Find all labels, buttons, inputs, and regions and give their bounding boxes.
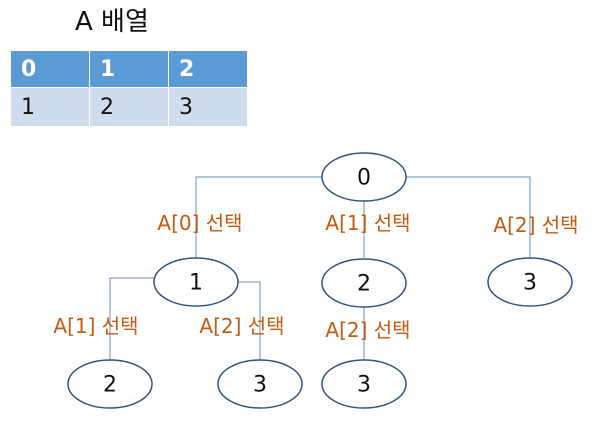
array-value-row: 1 2 3 (10, 87, 248, 127)
tree-node-n13 (217, 359, 303, 409)
array-index-cell: 0 (10, 50, 90, 88)
tree-node-n1 (153, 257, 239, 307)
array-index-row: 0 1 2 (10, 50, 248, 88)
tree-node-label: 3 (253, 373, 267, 398)
edge-label-select-a1: A[1] 선택 (325, 211, 410, 235)
tree-node-label: 3 (357, 373, 371, 398)
tree-node-label: 2 (103, 373, 117, 398)
tree-node-n12 (67, 359, 153, 409)
array-index-cell: 1 (89, 50, 169, 88)
array-title: A 배열 (75, 7, 149, 37)
array-value-cell: 3 (168, 87, 248, 127)
edge-label-select-a2: A[2] 선택 (493, 213, 578, 237)
tree-node-n3 (487, 257, 573, 307)
edge-label-n1-select-a2: A[2] 선택 (199, 314, 284, 338)
tree-node-root (321, 152, 407, 202)
array-index-cell: 2 (168, 50, 248, 88)
edge-label-n2-select-a2: A[2] 선택 (325, 318, 410, 342)
array-table: 0 1 2 1 2 3 (10, 50, 248, 127)
edge-label-select-a0: A[0] 선택 (157, 211, 242, 235)
edge-n1-to-n13 (234, 281, 261, 360)
tree-node-n2 (321, 258, 407, 308)
edge-label-n1-select-a1: A[1] 선택 (53, 314, 138, 338)
array-value-cell: 1 (10, 87, 90, 127)
edge-n1-to-n12 (109, 277, 160, 360)
array-value-cell: 2 (89, 87, 169, 127)
edge-root-to-n3 (406, 176, 531, 258)
tree-node-label: 3 (523, 271, 537, 296)
tree-node-label: 2 (357, 272, 371, 297)
tree-node-n23 (321, 359, 407, 409)
edge-root-to-n1 (195, 176, 322, 258)
tree-node-label: 1 (189, 271, 203, 296)
tree-node-label: 0 (357, 166, 371, 191)
